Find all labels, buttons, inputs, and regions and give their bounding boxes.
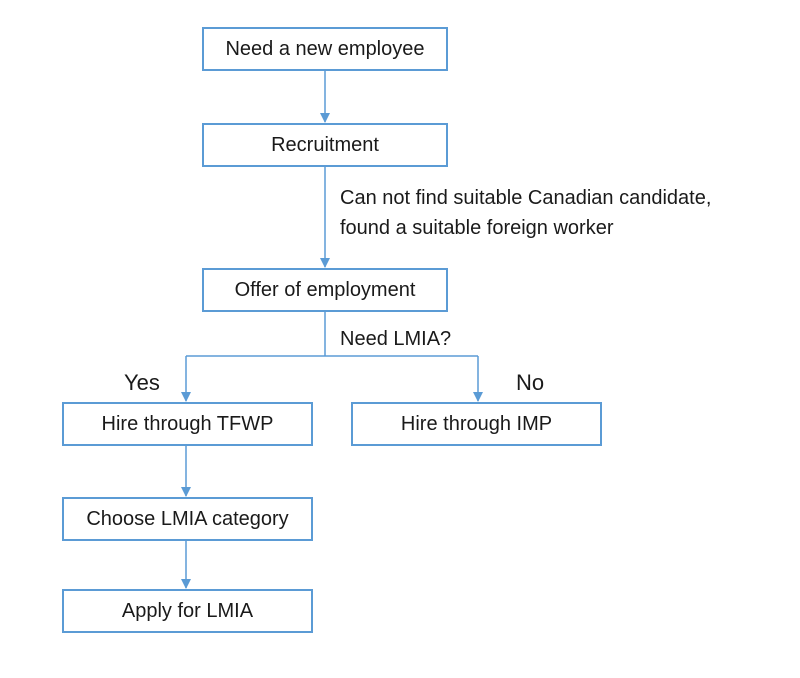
node-apply-for-lmia: Apply for LMIA [62, 589, 313, 633]
node-recruitment: Recruitment [202, 123, 448, 167]
node-hire-through-imp: Hire through IMP [351, 402, 602, 446]
branch-label-yes: Yes [124, 370, 160, 395]
node-offer-of-employment: Offer of employment [202, 268, 448, 312]
node-choose-lmia-category: Choose LMIA category [62, 497, 313, 541]
edge-label-recruitment-line-2: found a suitable foreign worker [340, 217, 614, 239]
branch-label-no: No [516, 370, 545, 395]
edge-label-recruitment-line-1: Can not find suitable Canadian candidate… [340, 187, 712, 209]
node-need-new-employee: Need a new employee [202, 27, 448, 71]
node-hire-through-tfwp: Hire through TFWP [62, 402, 313, 446]
decision-label: Need LMIA? [340, 328, 452, 350]
